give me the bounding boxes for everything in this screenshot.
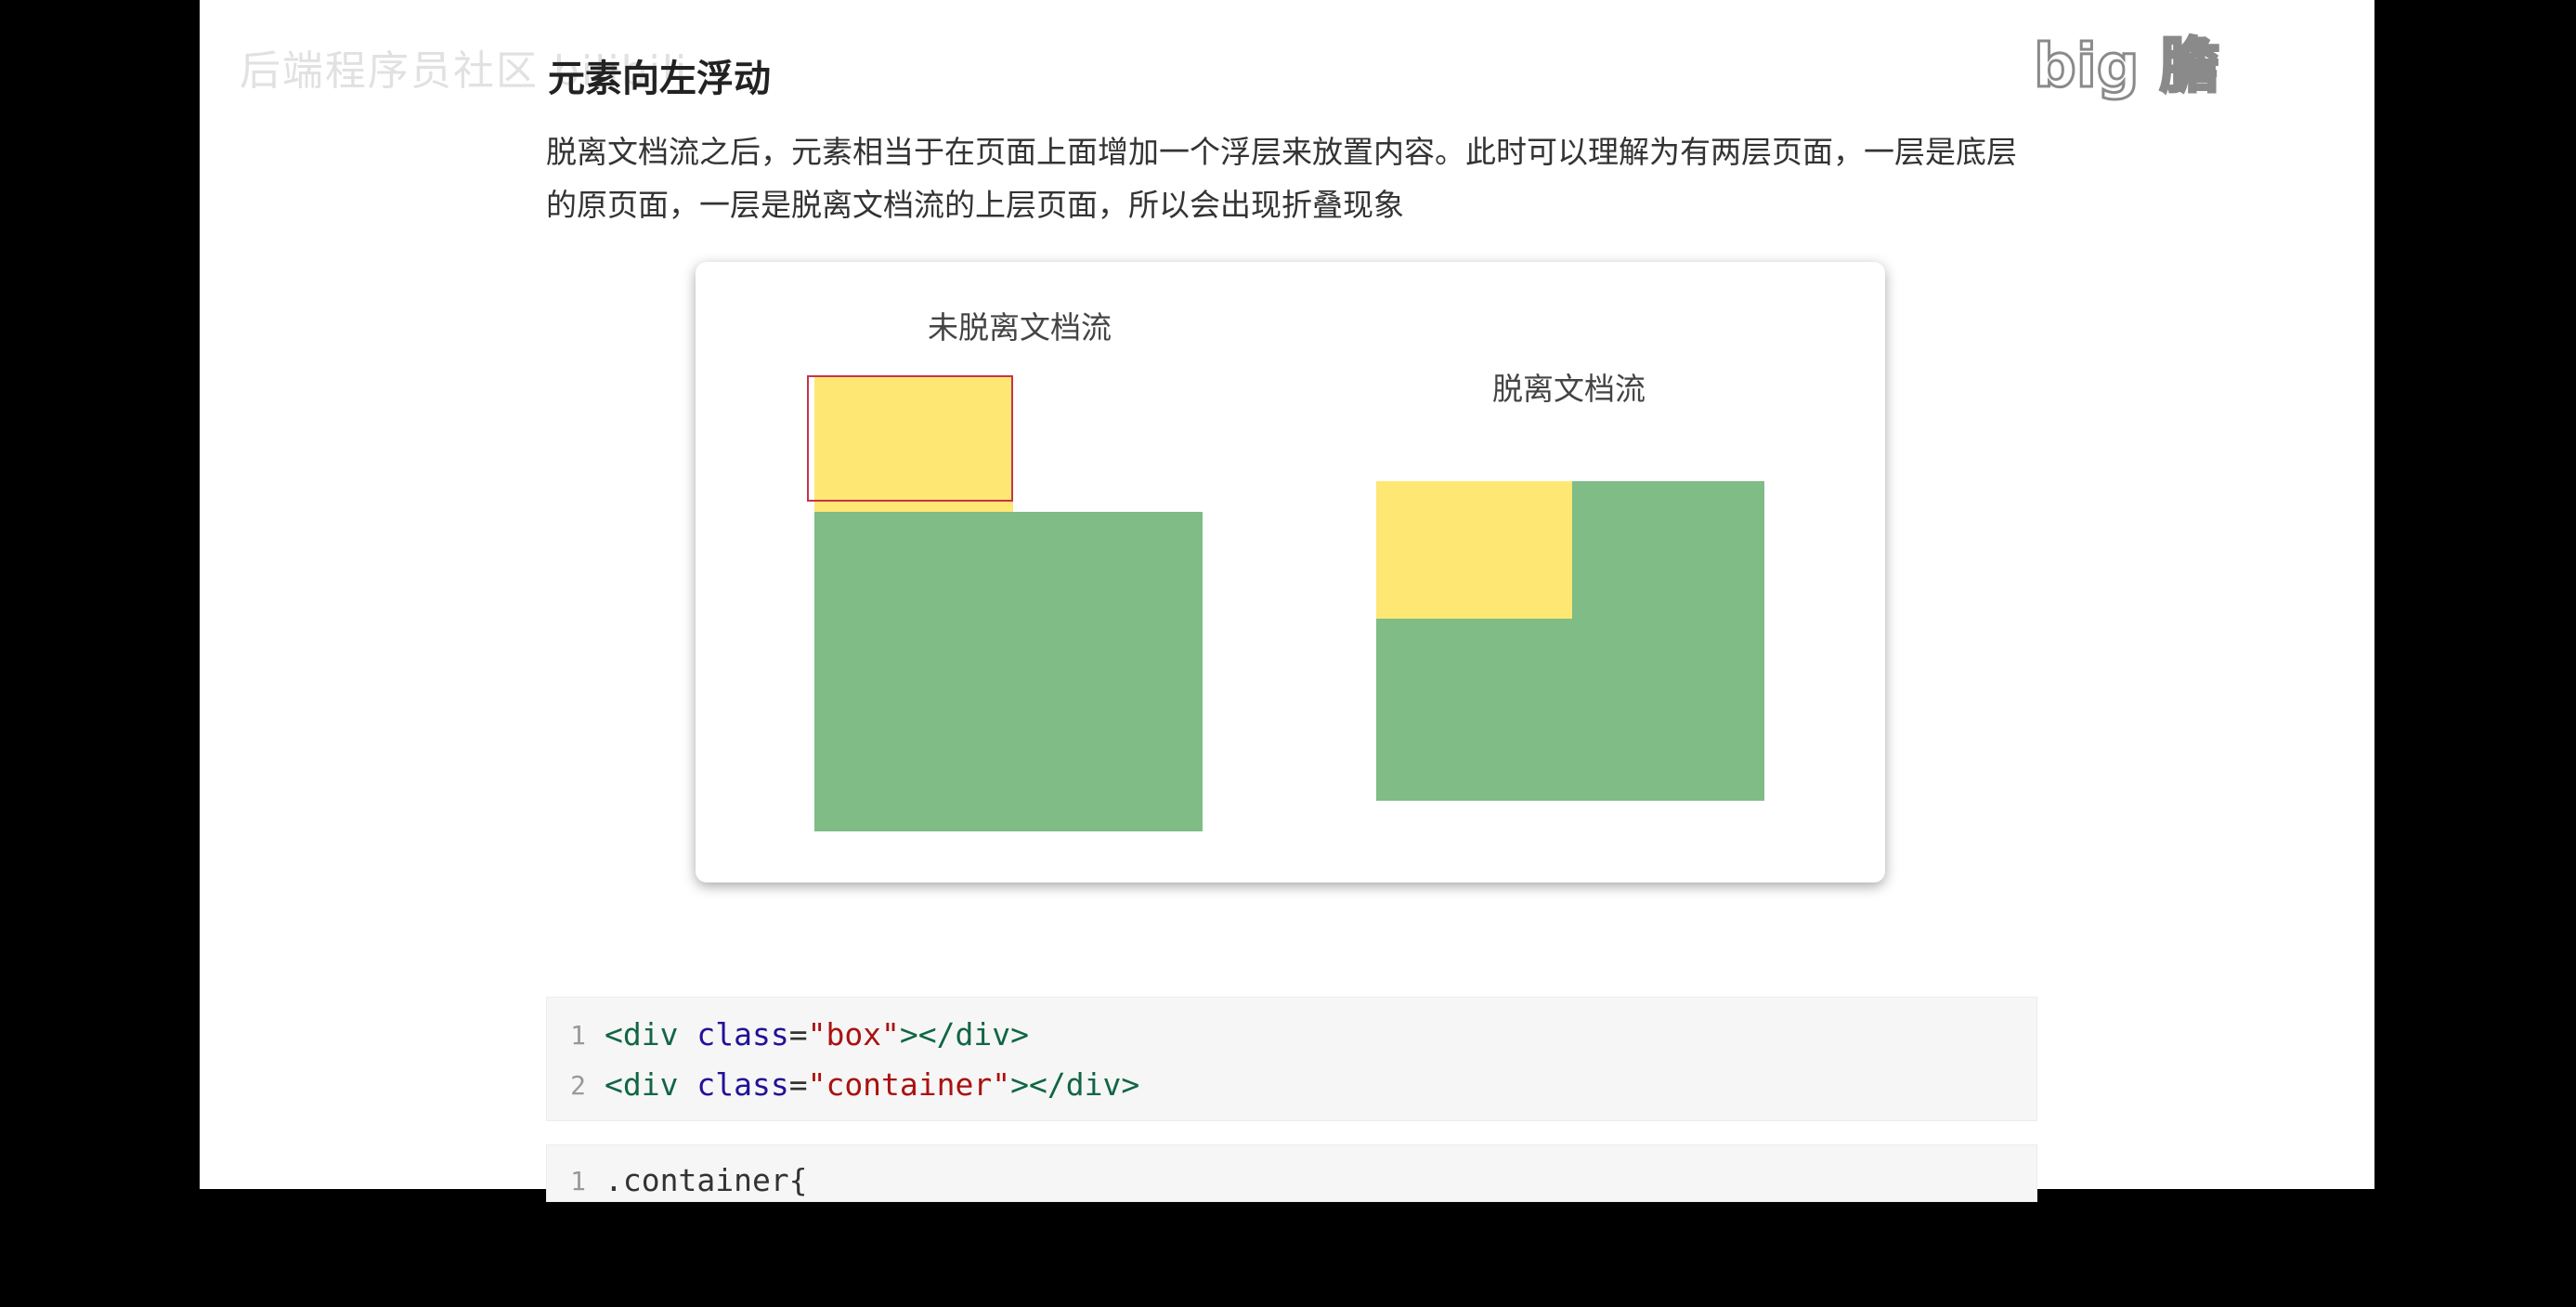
code-tag-close: ></div> xyxy=(899,1016,1029,1052)
code-eq: = xyxy=(788,1016,808,1052)
paragraph-line-1: 脱离文档流之后，元素相当于在页面上面增加一个浮层来放置内容。此时可以理解为有两层… xyxy=(546,134,2017,170)
code-text: .container{ xyxy=(605,1162,808,1198)
box-not-floated xyxy=(814,377,1013,516)
code-text: <div class="box"></div> xyxy=(605,1016,1029,1052)
code-string: "container" xyxy=(807,1066,1011,1103)
container-not-floated xyxy=(814,512,1203,831)
code-text: <div class="container"></div> xyxy=(605,1066,1139,1103)
label-not-floated: 未脱离文档流 xyxy=(928,309,1112,346)
code-line: 2 <div class="container"></div> xyxy=(547,1066,1139,1117)
site-watermark: 后端程序员社区 bilibili xyxy=(240,47,689,95)
line-number: 1 xyxy=(570,1166,586,1196)
code-line: 1 <div class="box"></div> xyxy=(547,1016,1029,1066)
html-code-block: 1 <div class="box"></div> 2 <div class="… xyxy=(546,997,2037,1121)
paragraph-line-2: 的原页面，一层是脱离文档流的上层页面，所以会出现折叠现象 xyxy=(546,187,1404,223)
line-number: 2 xyxy=(570,1070,586,1101)
intro-paragraph: 脱离文档流之后，元素相当于在页面上面增加一个浮层来放置内容。此时可以理解为有两层… xyxy=(546,125,2041,231)
code-tag-open: <div xyxy=(605,1016,679,1052)
uploader-watermark: big 膽 xyxy=(2033,32,2221,103)
line-number: 1 xyxy=(570,1020,586,1051)
css-code-block: 1 .container{ xyxy=(546,1144,2037,1202)
code-tag-close: ></div> xyxy=(1010,1066,1140,1103)
code-string: "box" xyxy=(807,1016,900,1052)
code-attr: class xyxy=(696,1066,789,1103)
highlight-outline xyxy=(807,375,1013,502)
box-floated xyxy=(1376,481,1572,619)
float-diagram: 未脱离文档流 脱离文档流 xyxy=(696,262,1885,882)
code-eq: = xyxy=(788,1066,808,1103)
code-line: 1 .container{ xyxy=(547,1162,807,1212)
code-tag-open: <div xyxy=(605,1066,679,1103)
section-heading: 元素向左浮动 xyxy=(548,58,771,100)
label-floated: 脱离文档流 xyxy=(1492,371,1646,407)
code-attr: class xyxy=(696,1016,789,1052)
